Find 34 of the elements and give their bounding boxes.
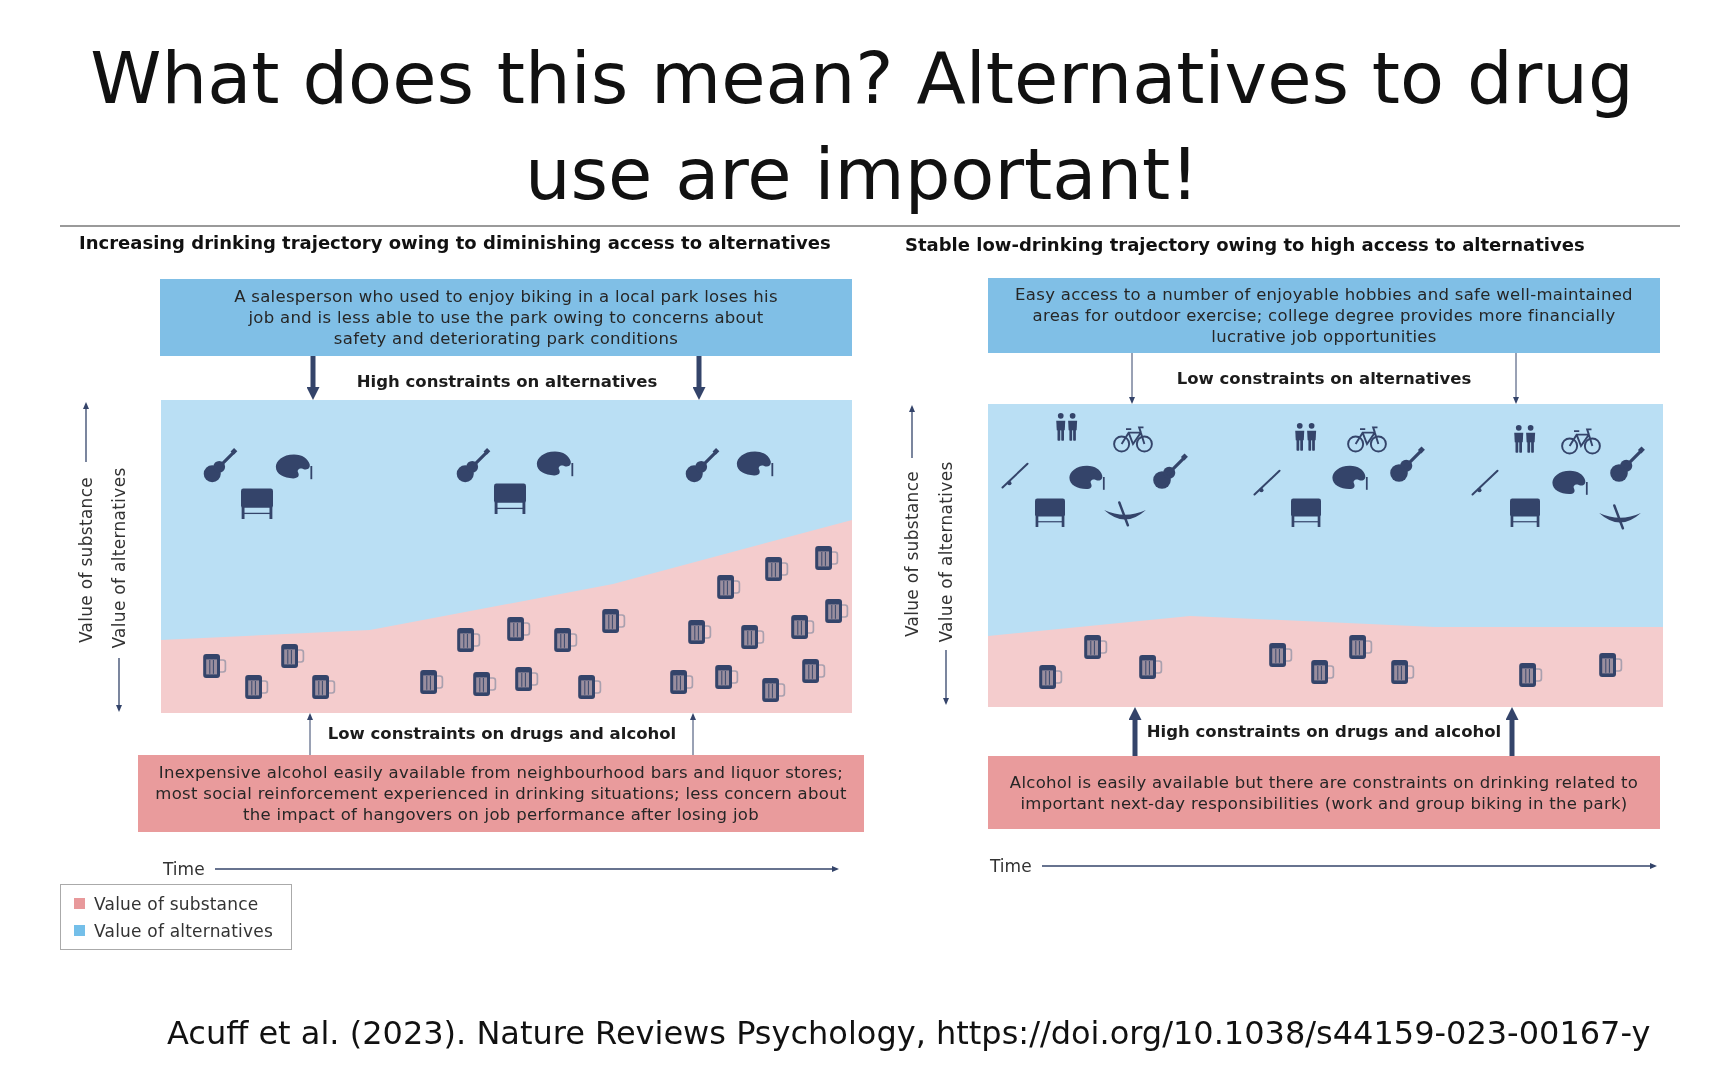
arrow [692,356,706,400]
axis-label: Value of substance [902,470,922,638]
axis-label: Time [990,856,1032,876]
axis-label: Value of alternatives [109,467,129,649]
constraint-label: High constraints on drugs and alcohol [1146,721,1502,741]
panel-heading: Increasing drinking trajectory owing to diminishing access to alternatives [79,231,831,253]
title: What does this mean? Alternatives to drug use are important! [89,35,1635,218]
scenario-box [160,279,852,356]
scenario-box [988,278,1660,353]
arrow [1505,707,1519,756]
arrow [690,713,696,756]
box-text: Inexpensive alcohol easily available from neighbourhood bars and liquor stores; most social reinforcement experienced in drinking situations; less concern about the impact of hangovers on job performance after losing job [154,762,848,825]
arrow [1129,352,1135,404]
citation-text: Acuff et al. (2023). Nature Reviews Psychology, https://doi.org/10.1038/s44159-023-00167-y [167,1013,1651,1054]
arrow [1128,707,1142,756]
scenario-box [138,755,864,832]
axis-label: Value of substance [76,476,96,644]
constraint-label: Low constraints on drugs and alcohol [327,723,677,743]
arrow [307,713,313,756]
axis-label: Value of alternatives [936,461,956,643]
arrow [1513,352,1519,404]
axis-label: Time [163,859,205,879]
box-text: A salesperson who used to enjoy biking in a local park loses his job and is less able to use the park owing to concerns about safety and deteriorating park conditions [233,286,779,349]
panel-heading: Stable low-drinking trajectory owing to high access to alternatives [905,233,1585,255]
box-text: Easy access to a number of enjoyable hobbies and safe well-maintained areas for outdoor exercise; college degree provides more financially lucrative job opportunities [1014,284,1634,347]
trajectory-panel [161,400,852,713]
constraint-label: High constraints on alternatives [356,371,658,391]
constraint-label: Low constraints on alternatives [1176,368,1472,388]
trajectory-panel [988,404,1663,707]
arrow [306,356,320,400]
scenario-box [988,756,1660,829]
legend-label: Value of alternatives [94,920,273,941]
legend-label: Value of substance [94,893,259,914]
box-text: Alcohol is easily available but there are constraints on drinking related to important next-day responsibilities (work and group biking in the park) [1008,771,1640,814]
